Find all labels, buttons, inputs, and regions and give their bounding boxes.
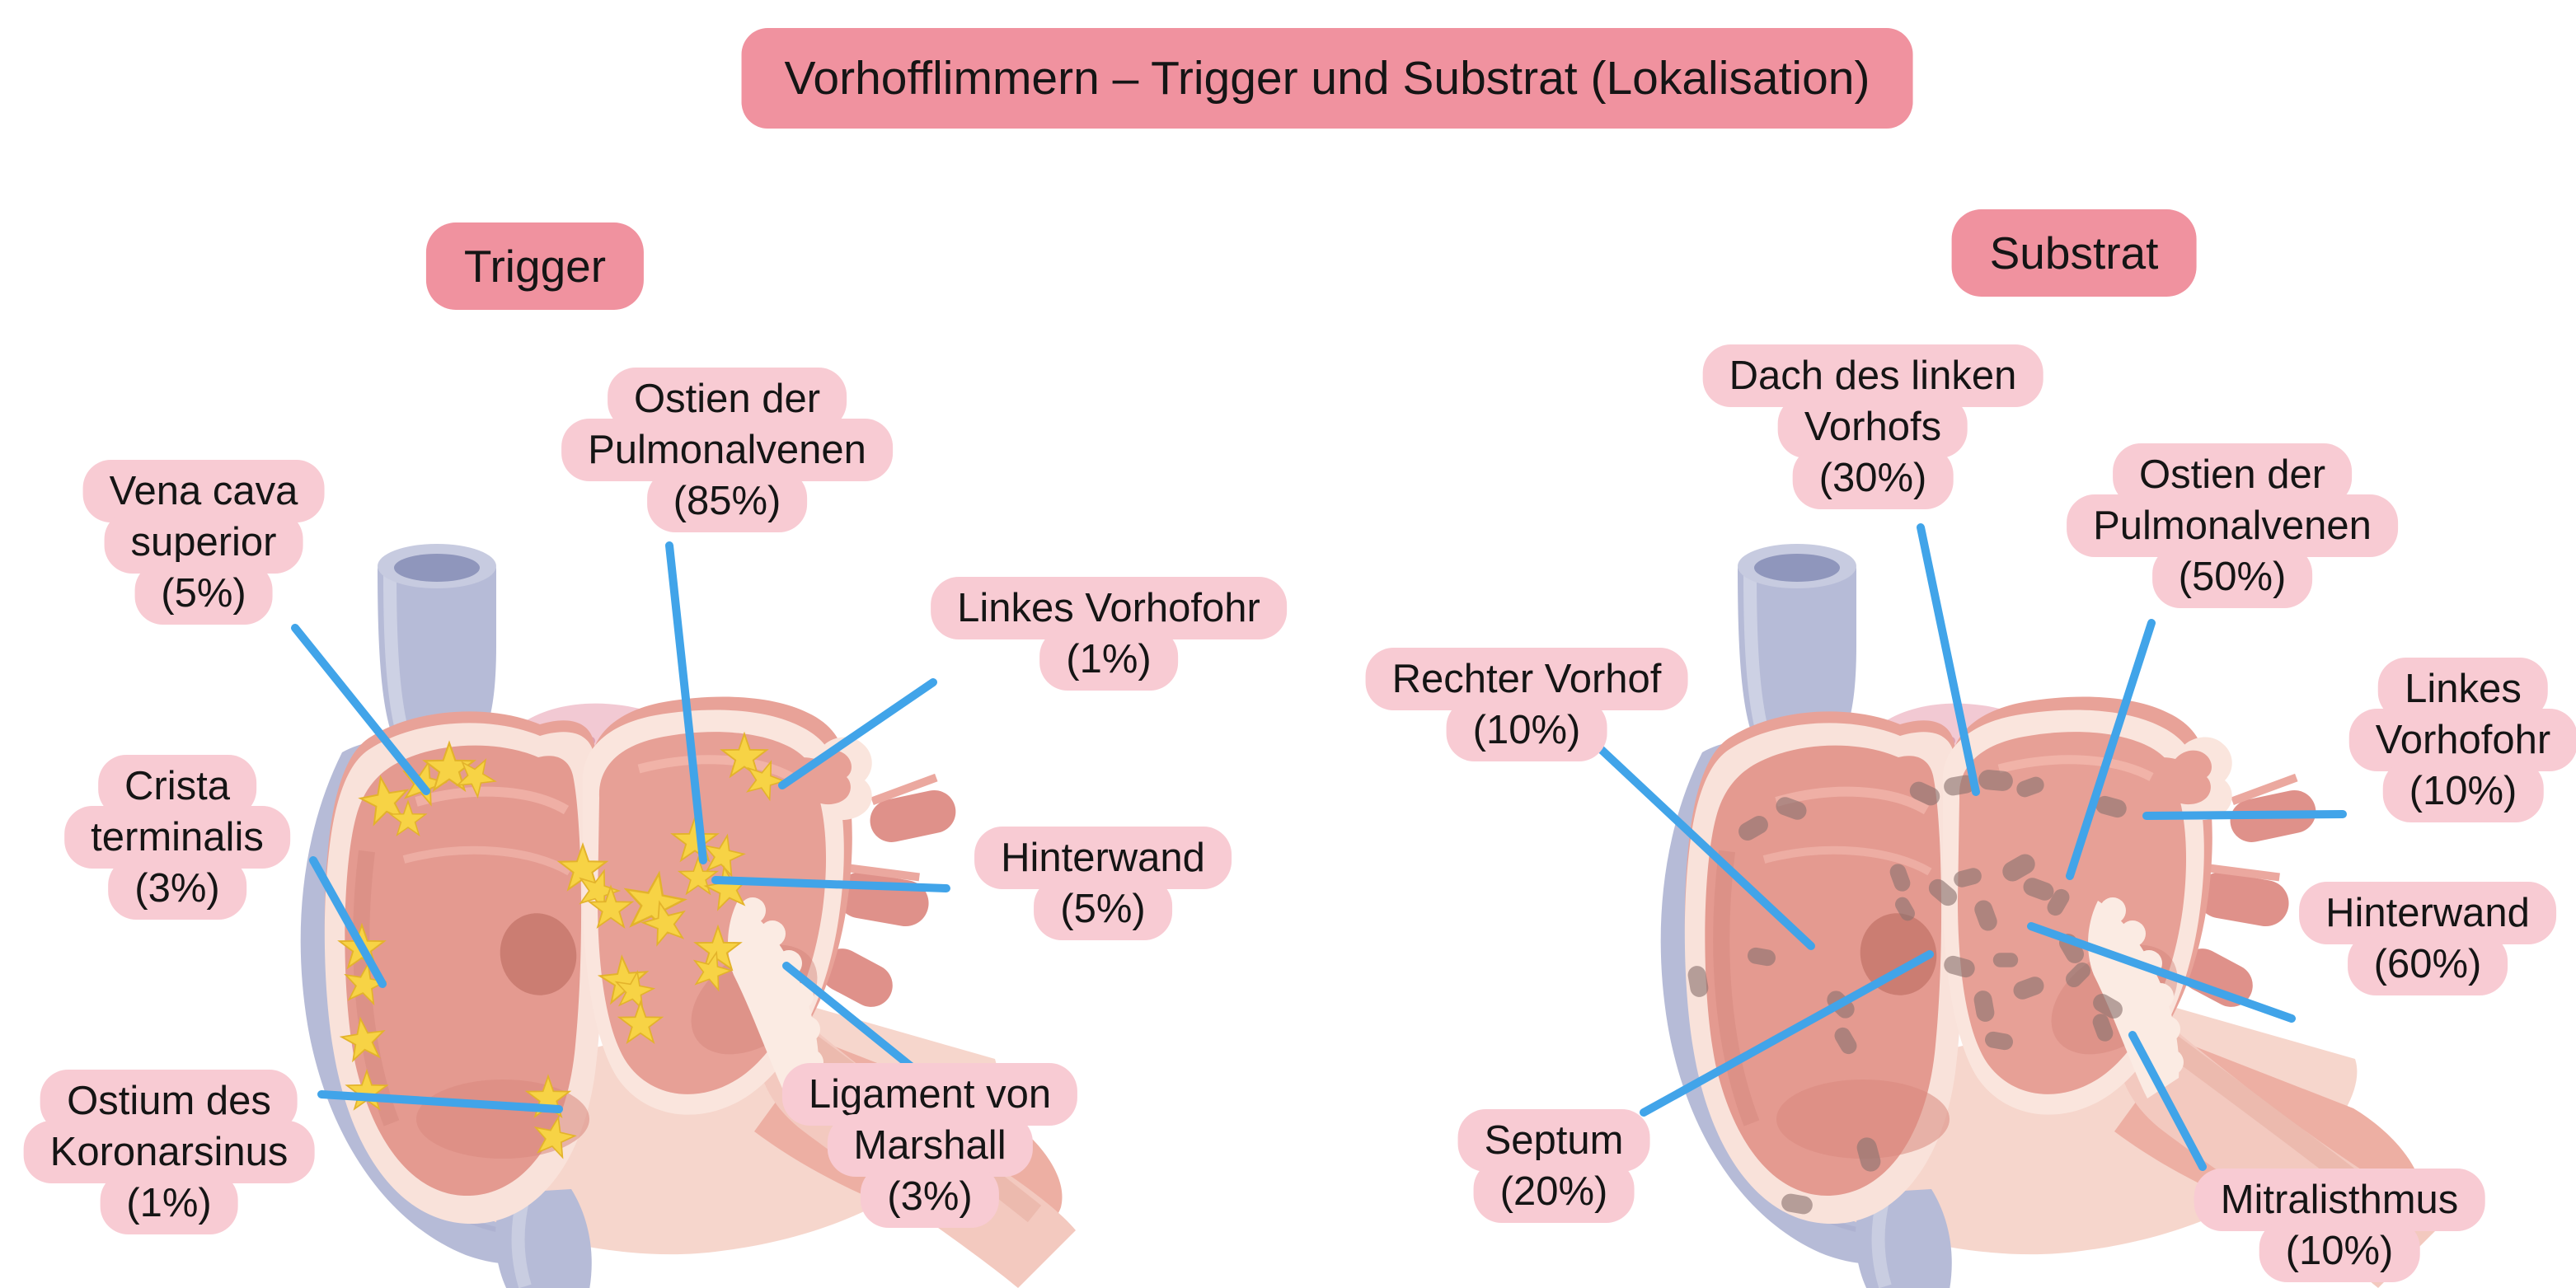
label-line: (1%) [100,1172,238,1234]
label-rechter-vorhof-substrat: Rechter Vorhof(10%) [1365,648,1688,761]
callout-line [291,624,430,795]
callout-line [2027,922,2296,1023]
label-line: (20%) [1473,1160,1635,1223]
substrate-blob-icon [1992,953,2019,967]
label-line: (10%) [2382,760,2544,822]
label-line: (60%) [2347,933,2508,995]
callout-line [1585,734,1815,950]
label-line: (10%) [1446,699,1607,761]
callout-line [309,856,387,988]
label-line: (3%) [108,857,246,920]
label-hinterwand-trigger: Hinterwand(5%) [974,827,1232,940]
callout-line [782,962,919,1074]
callout-line [2142,810,2347,820]
callout-line [317,1090,563,1113]
label-line: (50%) [2151,546,2313,608]
label-line: (30%) [1792,447,1954,509]
label-line: Vorhofs [1777,396,1968,458]
label-linkes-vorhofohr-trigger: Linkes Vorhofohr(1%) [931,577,1287,691]
section-label-substrat: Substrat [1951,209,2197,297]
label-line: Vorhofohr [2348,709,2576,771]
callout-line [778,678,937,789]
callout-line [2066,619,2156,880]
callout-line [2128,1031,2207,1171]
label-line: Marshall [827,1114,1033,1177]
callout-lines-layer [291,523,2347,1171]
label-line: (5%) [134,562,273,625]
label-line: (3%) [861,1165,999,1228]
label-line: Koronarsinus [23,1121,315,1183]
label-line: (1%) [1039,628,1178,691]
callout-line [711,876,950,892]
label-mitralisthmus-substrat: Mitralisthmus(10%) [2194,1169,2485,1282]
label-septum-substrat: Septum(20%) [1457,1109,1650,1223]
section-label-trigger: Trigger [425,222,645,310]
callout-line [1917,523,1980,796]
callout-line [665,541,707,864]
label-line: (10%) [2259,1220,2420,1282]
label-line: (85%) [646,470,808,532]
callout-line [1640,950,1934,1117]
label-hinterwand-substrat: Hinterwand(60%) [2299,882,2556,995]
page-title: Vorhofflimmern – Trigger und Substrat (L… [741,28,1913,129]
label-line: (5%) [1034,878,1172,940]
